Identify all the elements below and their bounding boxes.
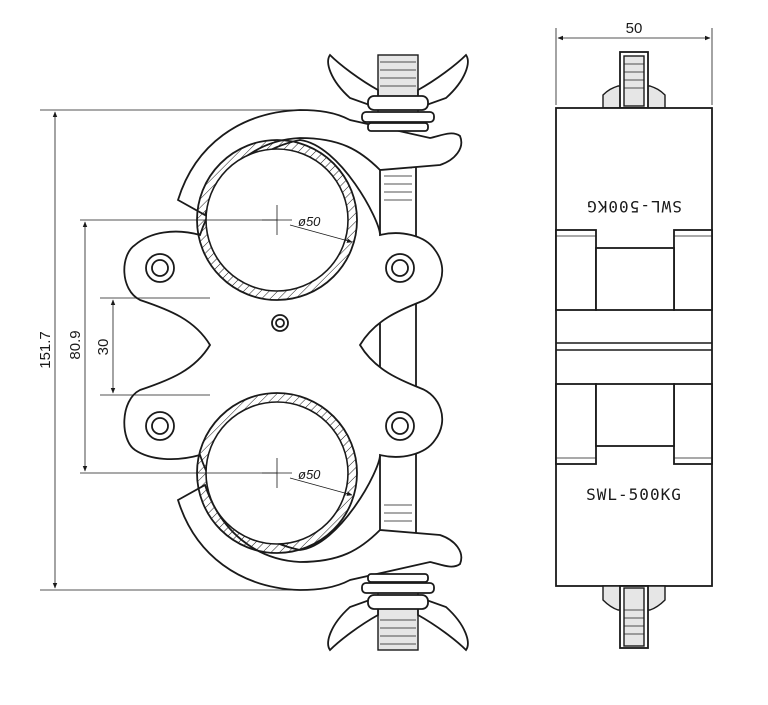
- dimension-overall: 151.7: [37, 109, 300, 591]
- gap-label: 30: [95, 339, 112, 356]
- bottom-tube: ø50: [80, 392, 358, 554]
- top-tube-diameter: ø50: [298, 214, 321, 229]
- side-top-block: [555, 229, 713, 311]
- center-distance-label: 80.9: [67, 330, 84, 359]
- dimension-width: 50: [555, 20, 713, 105]
- side-view: 50: [555, 20, 713, 649]
- front-view: ø50 ø50: [37, 53, 469, 652]
- bottom-wing-nut: [327, 573, 469, 652]
- top-wing-nut: [327, 53, 469, 132]
- overall-height-label: 151.7: [37, 331, 54, 369]
- bottom-clamp-arm: [176, 483, 463, 591]
- width-label: 50: [626, 20, 643, 37]
- swl-marking-bottom: SWL-500KG: [586, 485, 682, 504]
- swl-marking-top: SWL-500KG: [586, 197, 682, 216]
- dimension-gap: 30: [95, 297, 210, 396]
- side-top-bolt: [602, 51, 666, 109]
- side-bottom-block: [555, 383, 713, 465]
- side-body: [555, 107, 713, 587]
- top-clamp-arm: [176, 109, 463, 217]
- top-tube: ø50: [80, 139, 358, 301]
- pivot-holes: [145, 253, 415, 441]
- side-bottom-bolt: [602, 585, 666, 649]
- dimension-center: 80.9: [67, 221, 88, 472]
- bolt-shaft: [379, 149, 417, 536]
- bottom-tube-diameter: ø50: [298, 467, 321, 482]
